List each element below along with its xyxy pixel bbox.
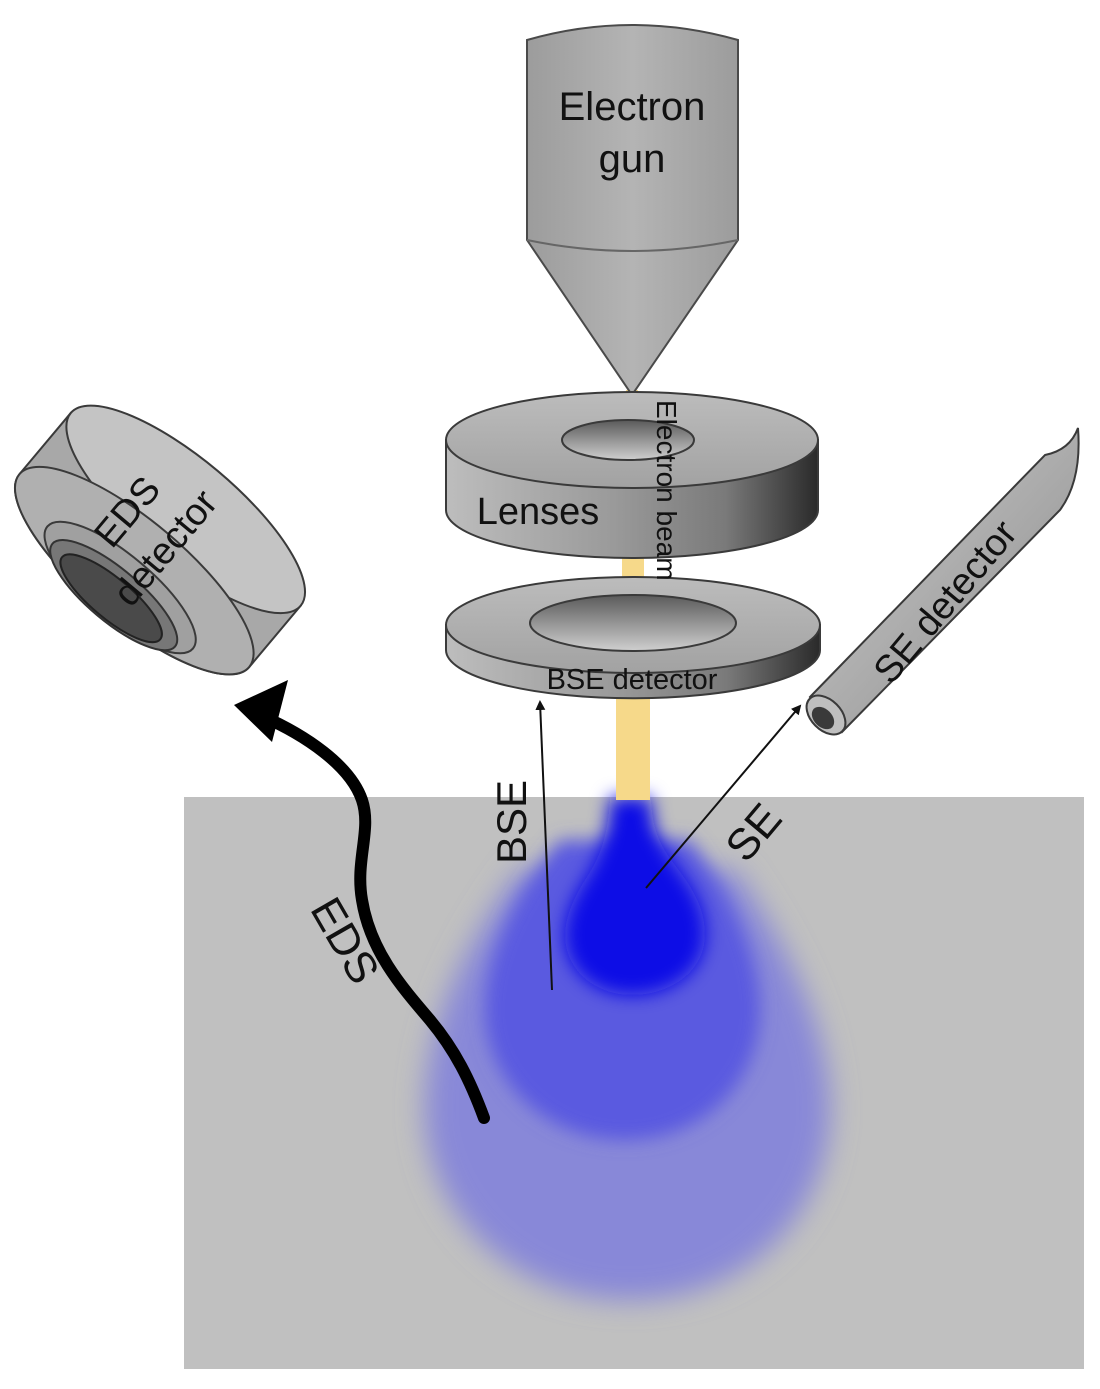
bse-detector — [445, 576, 821, 700]
electron-beam-label: Electron beam — [651, 400, 682, 581]
se-detector — [805, 427, 1080, 736]
electron-gun-label-line2: gun — [599, 137, 666, 181]
interaction-core — [565, 797, 705, 995]
electron-gun-label-line1: Electron — [559, 85, 706, 129]
eds-wavy-arrow — [234, 680, 490, 1124]
electron-gun — [526, 24, 739, 397]
se-detector-label: SE detector — [866, 512, 1026, 691]
lenses-label: Lenses — [477, 491, 600, 533]
se-arrow — [645, 704, 802, 889]
eds-detector — [13, 404, 307, 676]
bse-detector-label: BSE detector — [547, 664, 718, 696]
bse-signal-label: BSE — [488, 780, 535, 864]
interaction-volume — [425, 797, 830, 1300]
lenses — [445, 391, 819, 559]
bse-arrow — [535, 700, 553, 991]
